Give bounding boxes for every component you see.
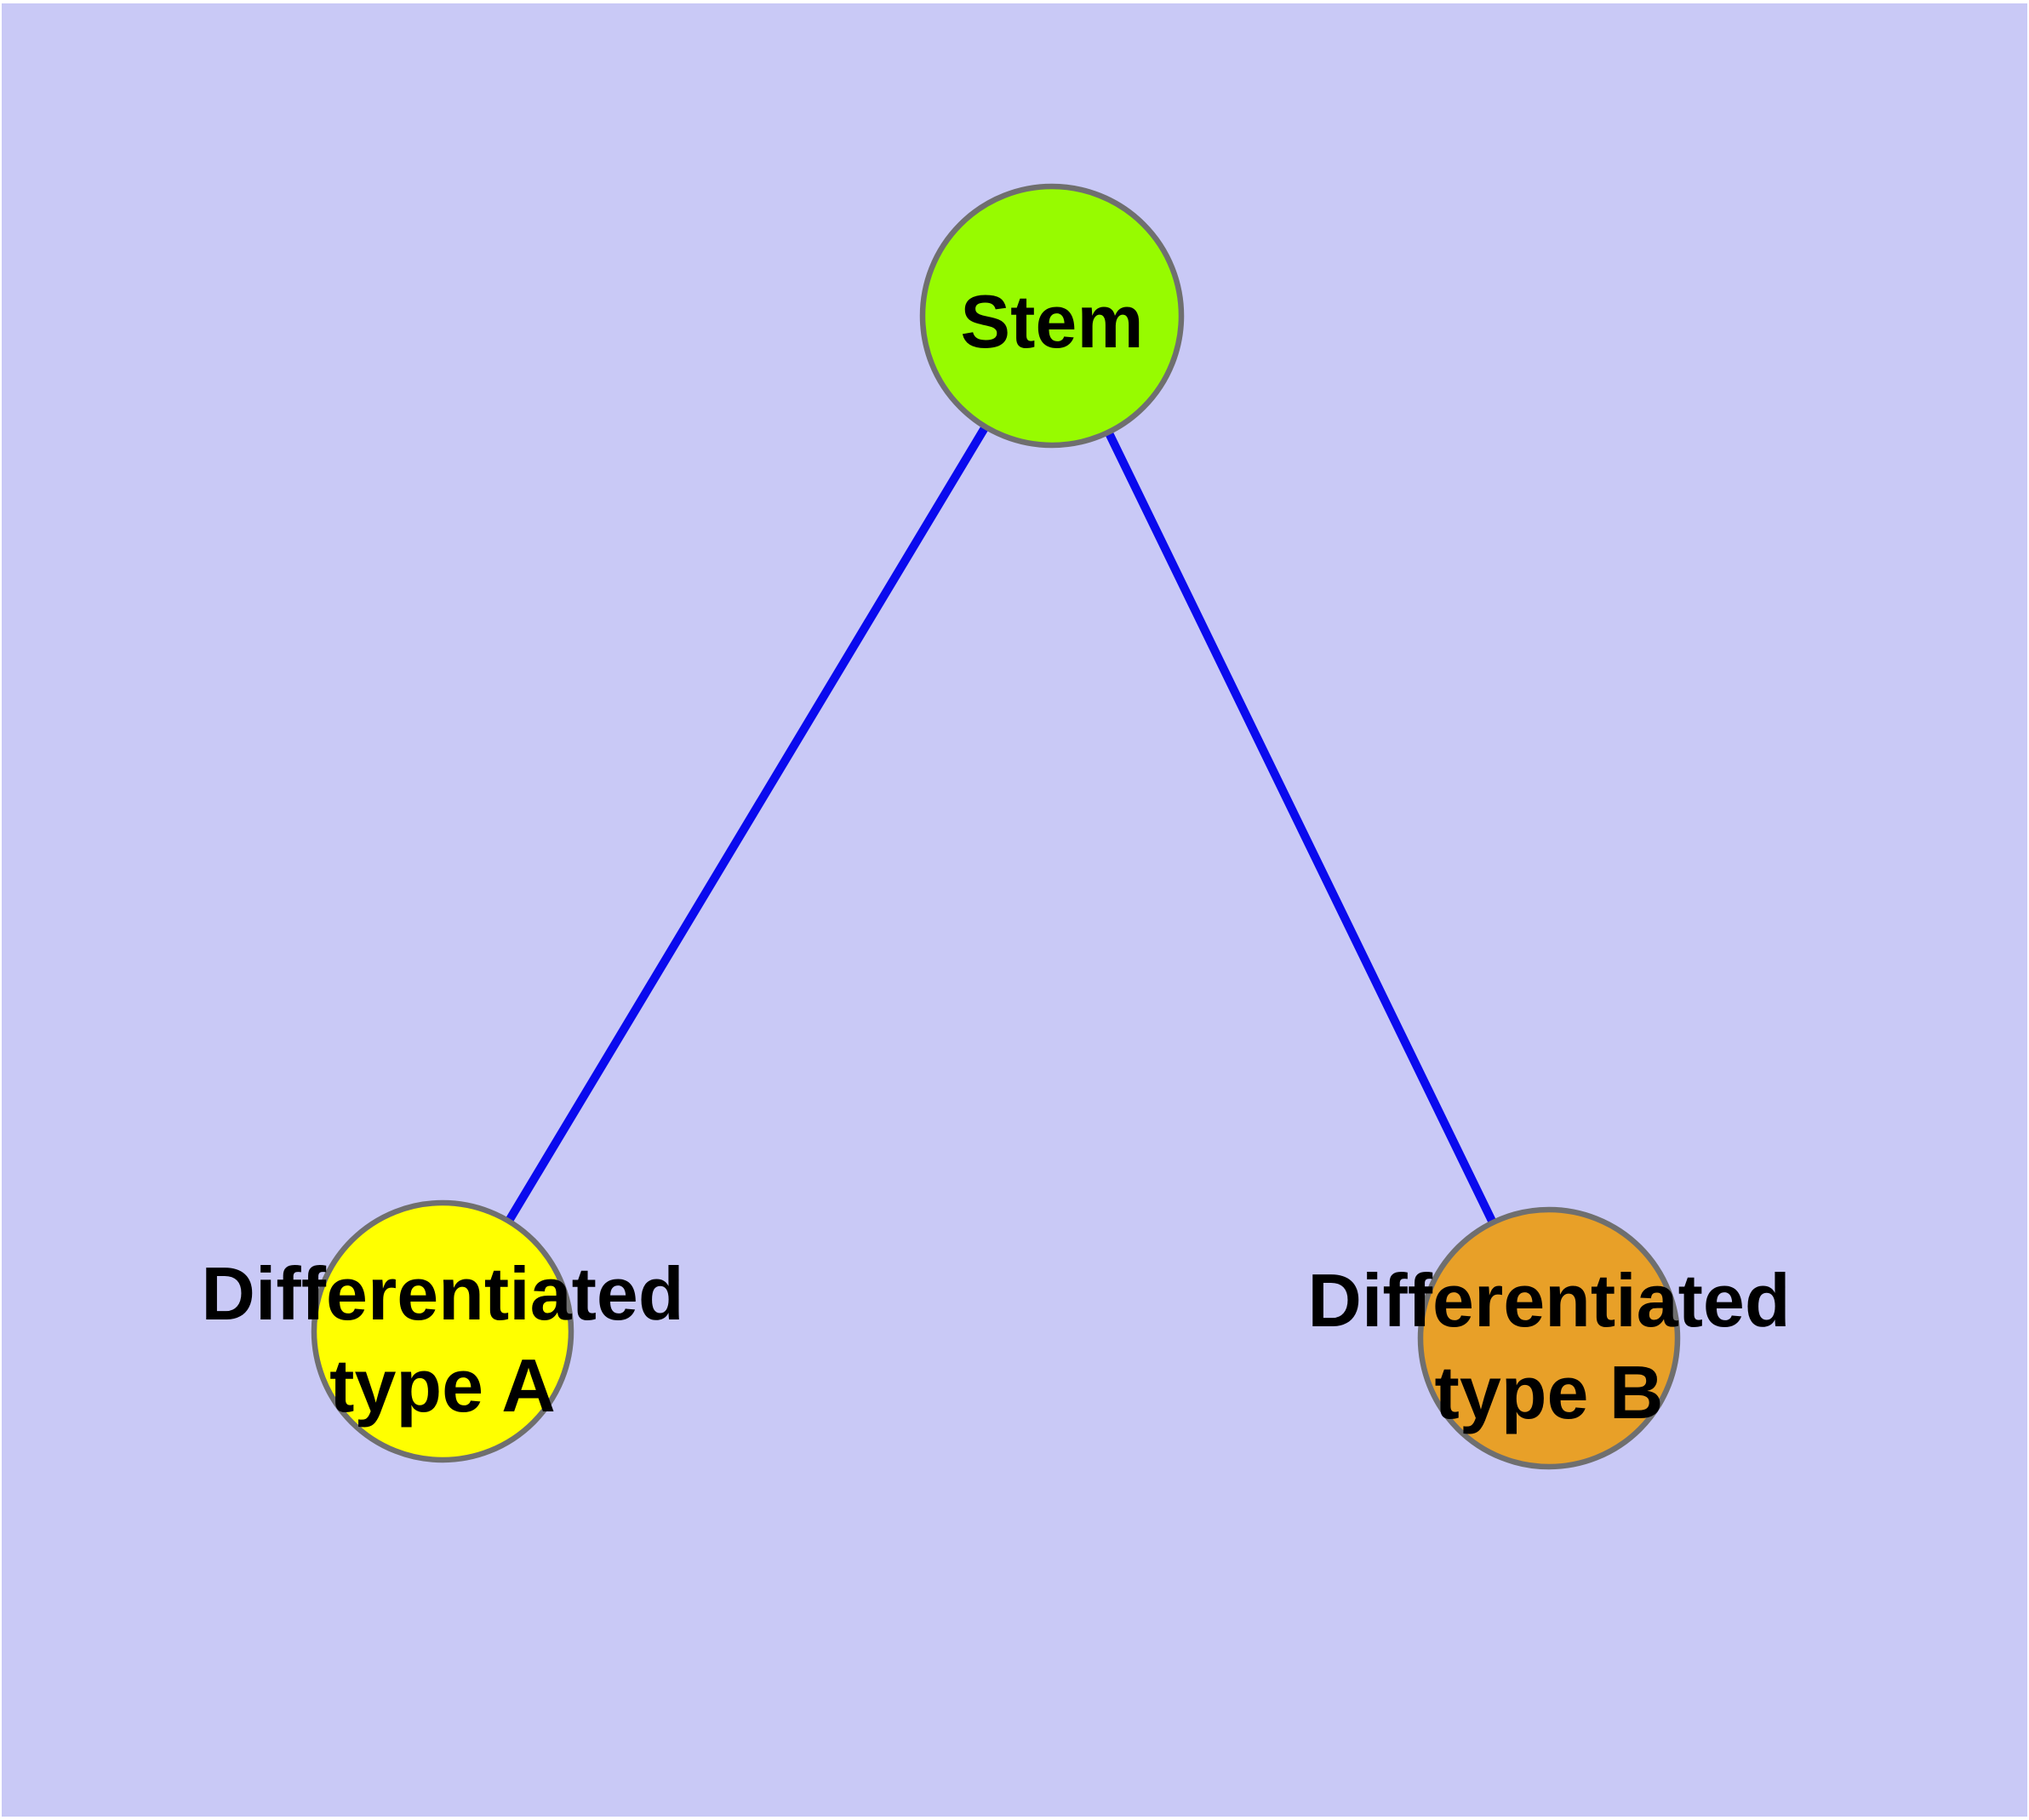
node-type-b-label-line2: type B bbox=[1435, 1350, 1664, 1434]
node-type-a-label-line1: Differentiated bbox=[201, 1251, 683, 1336]
node-stem-circle bbox=[919, 183, 1185, 449]
node-stem-label: Stem bbox=[960, 279, 1143, 363]
edge-layer bbox=[438, 313, 1553, 1341]
label-layer: Stem Differentiated type A Differentiate… bbox=[201, 279, 1790, 1434]
node-type-b-circle bbox=[1417, 1206, 1681, 1470]
node-type-a-circle bbox=[311, 1199, 574, 1463]
edge-stem-to-type-b bbox=[1048, 313, 1553, 1341]
edge-stem-to-type-a bbox=[438, 313, 1056, 1334]
node-layer bbox=[311, 183, 1681, 1470]
node-type-b-label-line1: Differentiated bbox=[1307, 1258, 1790, 1342]
node-type-a-label-line2: type A bbox=[329, 1343, 556, 1428]
